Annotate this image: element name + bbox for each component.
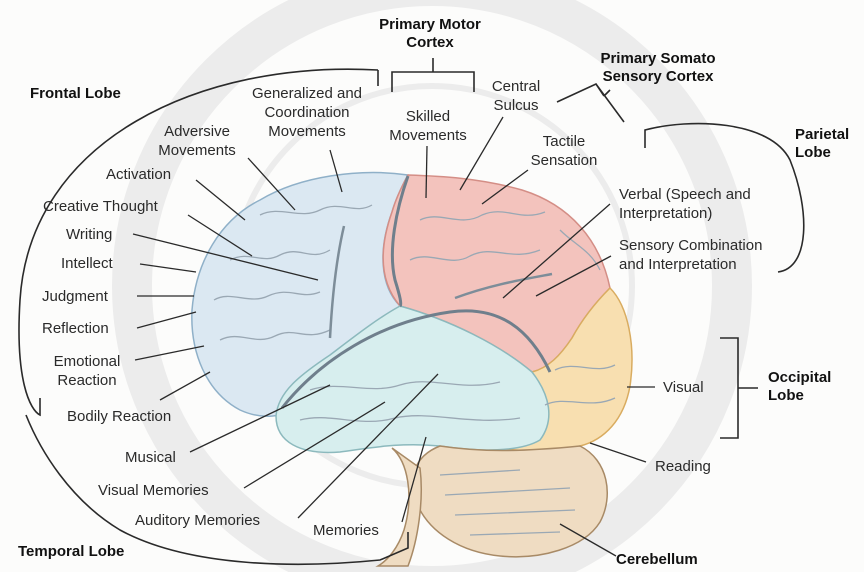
activation-label: Activation (106, 165, 171, 184)
judgment-label: Judgment (42, 287, 108, 306)
sensory-combination-line2: and Interpretation (619, 255, 762, 274)
emotional-line1: Emotional (32, 352, 142, 371)
parietal-label-line1: Parietal (795, 126, 849, 144)
occipital-label-line1: Occipital (768, 369, 831, 387)
occipital-label-line2: Lobe (768, 387, 831, 405)
writing-label: Writing (66, 225, 112, 244)
adversive-movements-label: Adversive Movements (142, 122, 252, 160)
parietal-lobe-label: Parietal Lobe (795, 126, 849, 162)
memories-label: Memories (313, 521, 379, 540)
sensory-combination-line1: Sensory Combination (619, 236, 762, 255)
central-sulcus-label: Central Sulcus (480, 77, 552, 115)
auditory-memories-label: Auditory Memories (135, 511, 260, 530)
brainstem (378, 448, 421, 566)
tactile-line2: Sensation (518, 151, 610, 170)
creative-thought-label: Creative Thought (43, 197, 158, 216)
intellect-label: Intellect (61, 254, 113, 273)
central-sulcus-line1: Central (480, 77, 552, 96)
skilled-line1: Skilled (378, 107, 478, 126)
skilled-line2: Movements (378, 126, 478, 145)
primary-motor-cortex-label: Primary Motor Cortex (360, 16, 500, 52)
emotional-reaction-label: Emotional Reaction (32, 352, 142, 390)
tactile-sensation-label: Tactile Sensation (518, 132, 610, 170)
generalized-movements-label: Generalized and Coordination Movements (232, 84, 382, 141)
primary-somato-line1: Primary Somato (578, 50, 738, 68)
parietal-label-line2: Lobe (795, 144, 849, 162)
verbal-label: Verbal (Speech and Interpretation) (619, 185, 751, 223)
verbal-line1: Verbal (Speech and (619, 185, 751, 204)
tactile-line1: Tactile (518, 132, 610, 151)
generalized-line3: Movements (232, 122, 382, 141)
occipital-lobe-label: Occipital Lobe (768, 369, 831, 405)
frontal-lobe-label: Frontal Lobe (30, 85, 121, 103)
reading-label: Reading (655, 457, 711, 476)
visual-memories-label: Visual Memories (98, 481, 209, 500)
generalized-line1: Generalized and (232, 84, 382, 103)
visual-label: Visual (663, 378, 704, 397)
cerebellum-region (413, 446, 608, 557)
reflection-label: Reflection (42, 319, 109, 338)
primary-somato-line2: Sensory Cortex (578, 68, 738, 86)
generalized-line2: Coordination (232, 103, 382, 122)
skilled-movements-label: Skilled Movements (378, 107, 478, 145)
bodily-reaction-label: Bodily Reaction (67, 407, 171, 426)
cerebellum-label: Cerebellum (616, 551, 698, 569)
central-sulcus-line2: Sulcus (480, 96, 552, 115)
primary-somato-sensory-label: Primary Somato Sensory Cortex (578, 50, 738, 86)
sensory-combination-label: Sensory Combination and Interpretation (619, 236, 762, 274)
emotional-line2: Reaction (32, 371, 142, 390)
adversive-line2: Movements (142, 141, 252, 160)
musical-label: Musical (125, 448, 176, 467)
temporal-lobe-label: Temporal Lobe (18, 543, 124, 561)
primary-motor-line1: Primary Motor (360, 16, 500, 34)
primary-motor-line2: Cortex (360, 34, 500, 52)
verbal-line2: Interpretation) (619, 204, 751, 223)
adversive-line1: Adversive (142, 122, 252, 141)
